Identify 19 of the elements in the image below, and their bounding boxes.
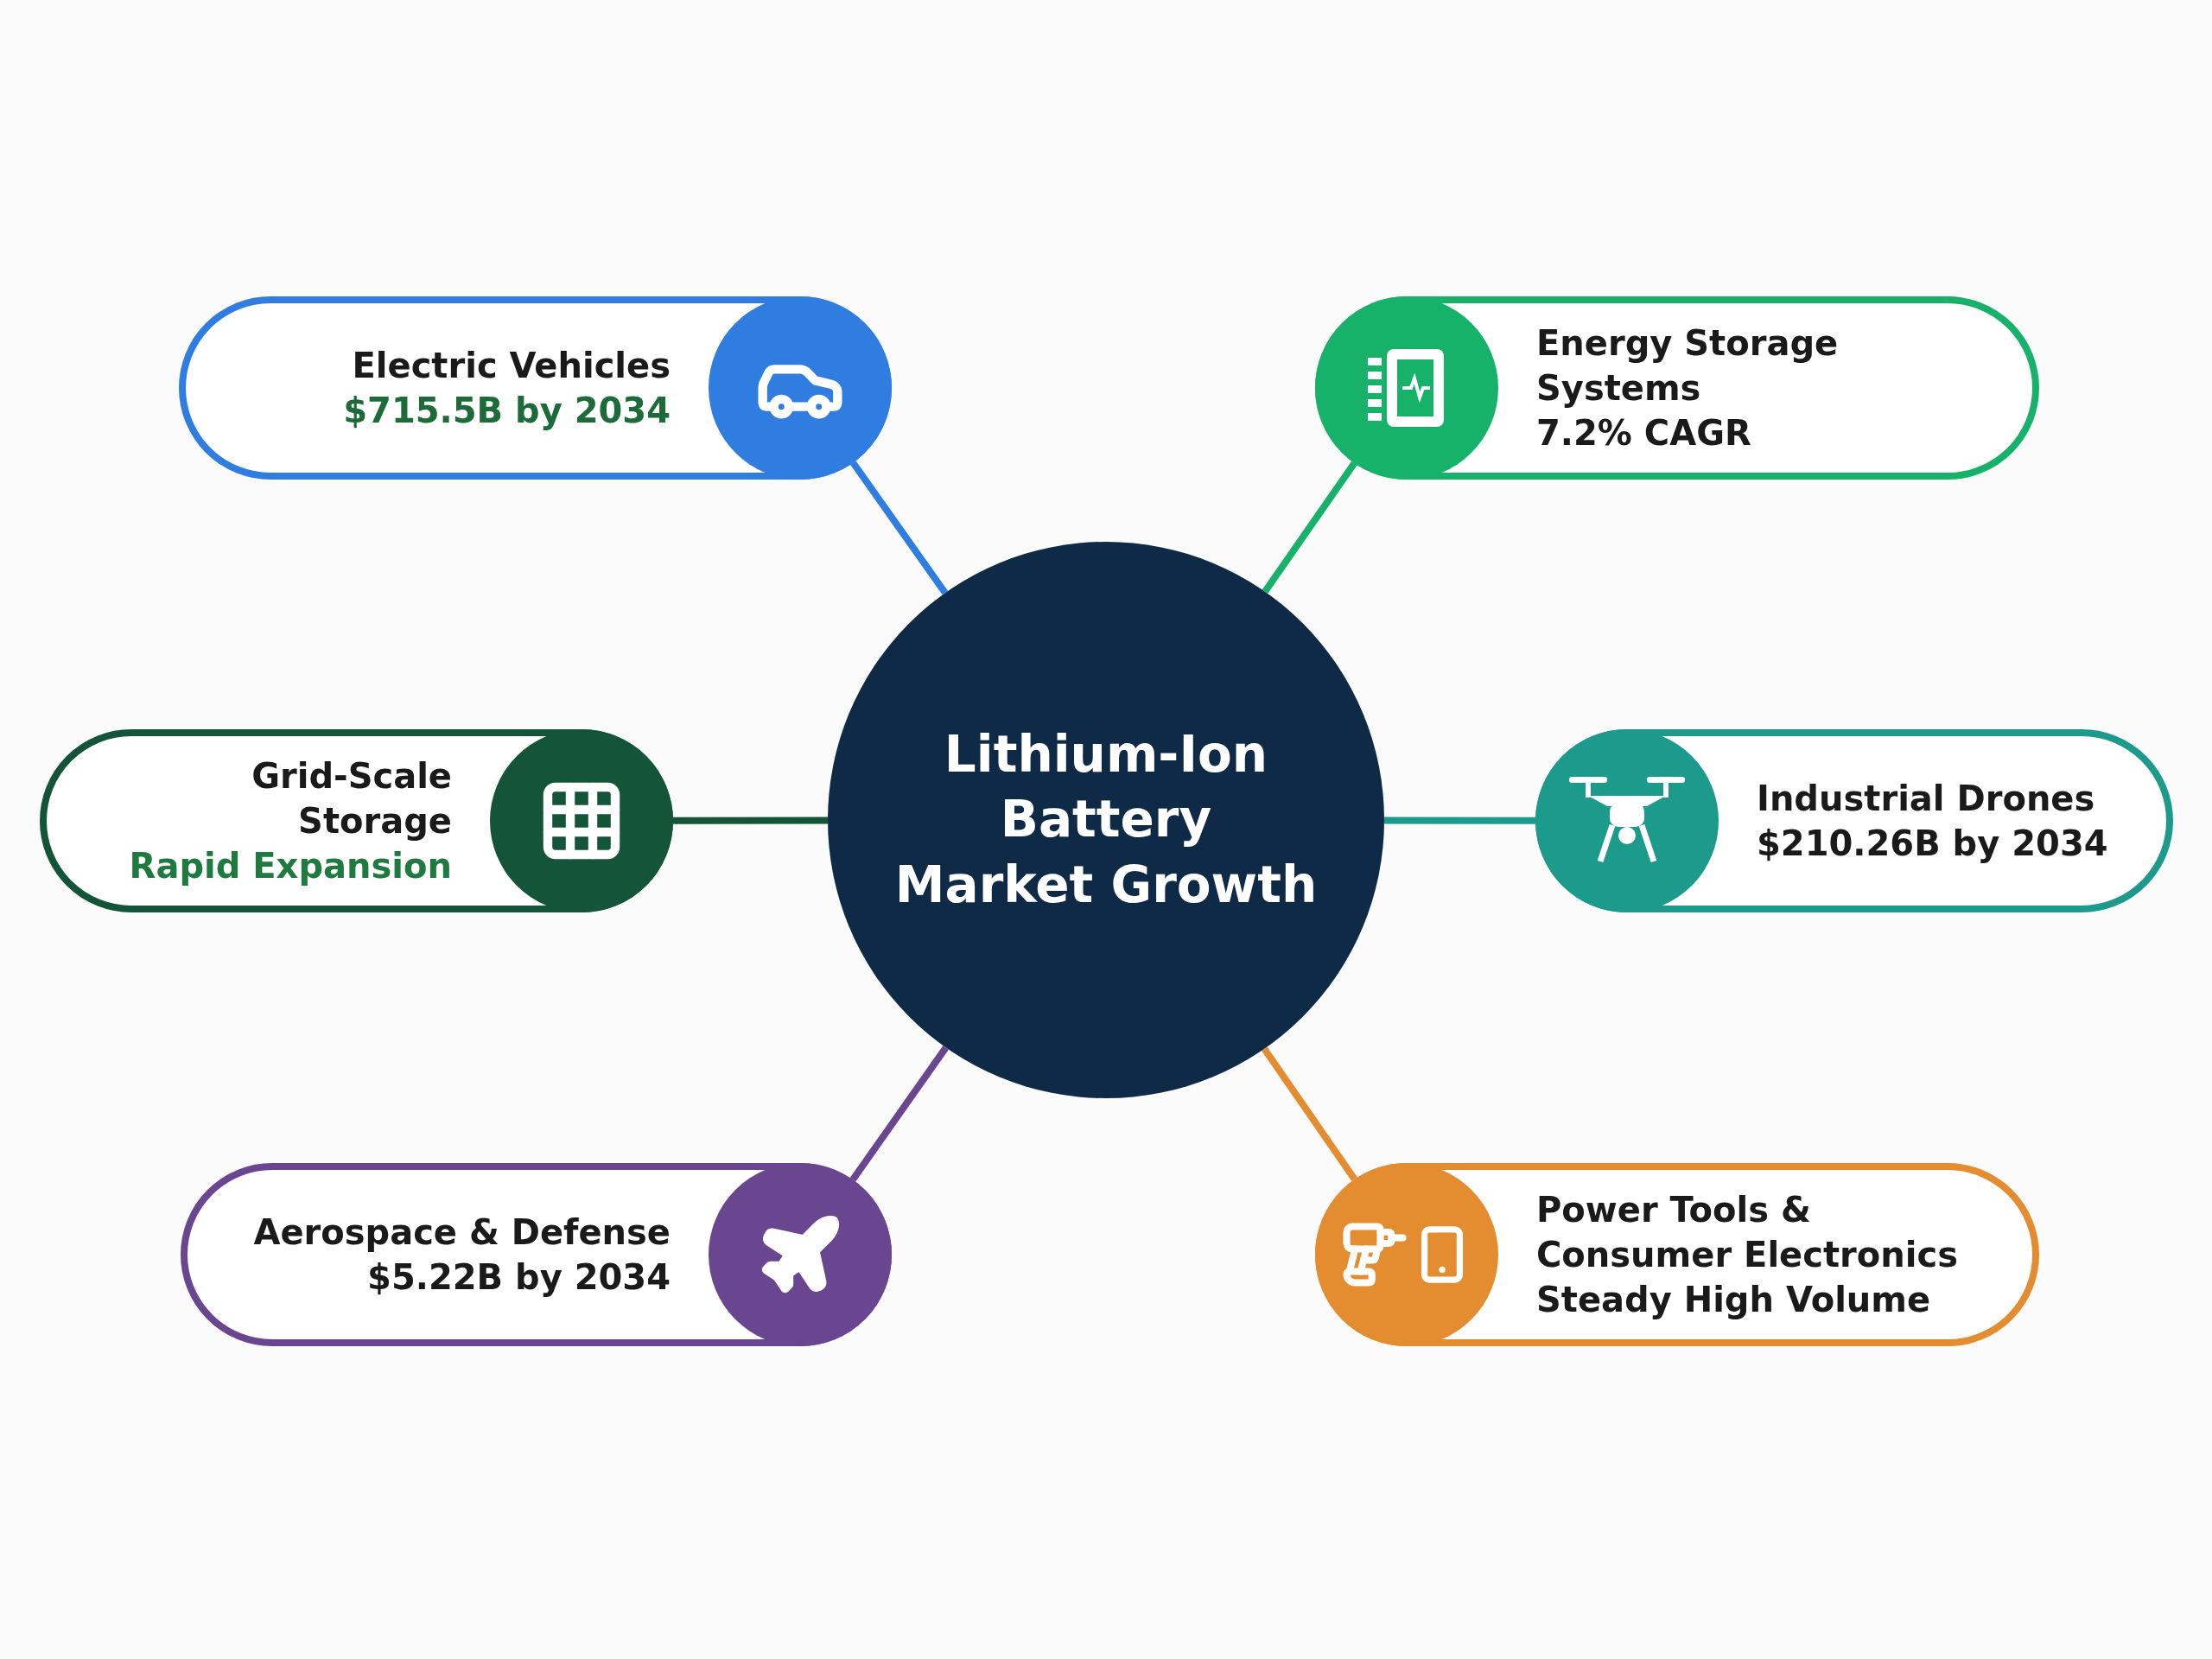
category-title: Grid-Scale Storage <box>251 755 452 842</box>
category-title: Power Tools & Consumer Electronics <box>1536 1189 1959 1276</box>
category-value: $210.26B by 2034 <box>1757 823 2108 865</box>
category-title: Energy Storage Systems <box>1536 322 1840 410</box>
category-value: Rapid Expansion <box>129 845 452 887</box>
category-value: Steady High Volume <box>1536 1279 1931 1321</box>
connector-line <box>1261 1046 1357 1182</box>
connector-line <box>673 817 828 824</box>
hub-title: Lithium-Ion Battery Market Growth <box>894 723 1318 916</box>
category-title: Aerospace & Defense <box>253 1211 671 1254</box>
category-value: 7.2% CAGR <box>1536 412 1751 454</box>
category-value: $715.5B by 2034 <box>343 390 671 432</box>
category-title: Industrial Drones <box>1757 778 2095 820</box>
connector-line <box>1384 817 1535 824</box>
category-value: $5.22B by 2034 <box>367 1256 671 1299</box>
category-title: Electric Vehicles <box>352 345 671 387</box>
connector-line <box>1262 461 1357 594</box>
connector-line <box>849 1046 949 1182</box>
connector-line <box>850 461 949 595</box>
